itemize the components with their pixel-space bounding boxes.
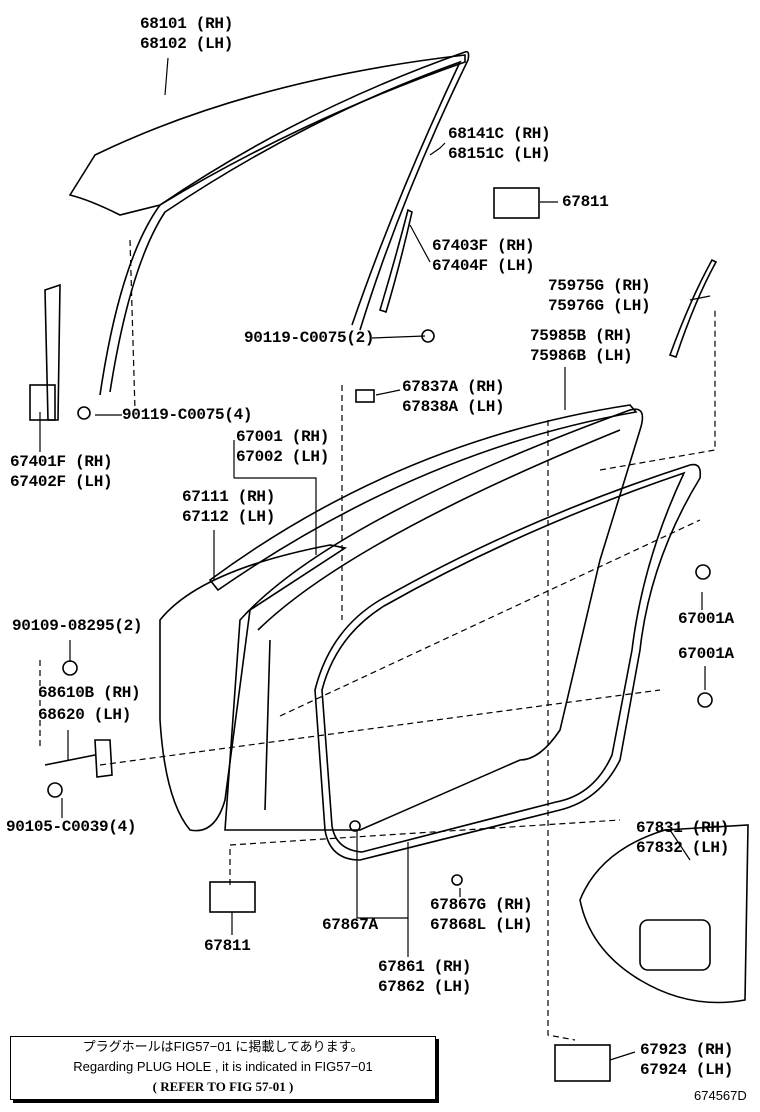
figure-code: 674567D [694,1088,747,1103]
plug-hole-note: プラグホールはFIG57−01 に掲載してあります。 Regarding PLU… [10,1036,436,1100]
note-english: Regarding PLUG HOLE , it is indicated in… [73,1059,373,1074]
label-68620: 68620 (LH) [38,706,132,724]
label-67811-bottom: 67811 [204,937,251,955]
weatherstrip [314,463,702,861]
label-67001: 67001 (RH) [236,428,330,446]
label-67867a: 67867A [322,916,378,934]
door-check [44,739,113,778]
label-67002: 67002 (LH) [236,448,330,466]
bracket [554,1044,611,1082]
label-67402f: 67402F (LH) [10,473,113,491]
belt-moulding [208,404,638,592]
rear-channel [379,208,413,314]
label-68151c: 68151C (LH) [448,145,551,163]
label-67001a-1: 67001A [678,610,734,628]
door-glass [68,54,466,216]
label-67838a: 67838A (LH) [402,398,505,416]
label-67831: 67831 (RH) [636,819,730,837]
front-channel [44,283,61,421]
label-68610b: 68610B (RH) [38,684,141,702]
label-67001a-2: 67001A [678,645,734,663]
pad-top [493,187,540,219]
label-67112: 67112 (LH) [182,508,276,526]
label-67923: 67923 (RH) [640,1041,734,1059]
label-67924: 67924 (LH) [640,1061,734,1079]
label-67868l: 67868L (LH) [430,916,533,934]
label-90109-08295: 90109-08295(2) [12,617,143,635]
label-67867g: 67867G (RH) [430,896,533,914]
label-90105-c0039: 90105-C0039(4) [6,818,137,836]
label-67111: 67111 (RH) [182,488,276,506]
label-75985b: 75985B (RH) [530,327,633,345]
label-75976g: 75976G (LH) [548,297,651,315]
label-75975g: 75975G (RH) [548,277,651,295]
label-90119-c0075-4: 90119-C0075(4) [122,406,253,424]
label-67862: 67862 (LH) [378,978,472,996]
label-67401f: 67401F (RH) [10,453,113,471]
label-67837a: 67837A (RH) [402,378,505,396]
pad-bottom [209,881,256,913]
label-90119-c0075-2: 90119-C0075(2) [244,329,375,347]
label-67811-top: 67811 [562,193,609,211]
label-67404f: 67404F (LH) [432,257,535,275]
label-67403f: 67403F (RH) [432,237,535,255]
note-reference-link[interactable]: ( REFER TO FIG 57-01 ) [152,1079,294,1094]
glass-run [99,50,470,396]
door-frame [224,408,644,831]
door-outer-panel [159,544,348,832]
label-68101: 68101 (RH) [140,15,234,33]
label-67832: 67832 (LH) [636,839,730,857]
label-68141c: 68141C (RH) [448,125,551,143]
label-68102: 68102 (LH) [140,35,234,53]
note-japanese: プラグホールはFIG57−01 に掲載してあります。 [82,1039,364,1054]
service-hole-cover [579,824,749,1004]
label-67861: 67861 (RH) [378,958,472,976]
label-75986b: 75986B (LH) [530,347,633,365]
